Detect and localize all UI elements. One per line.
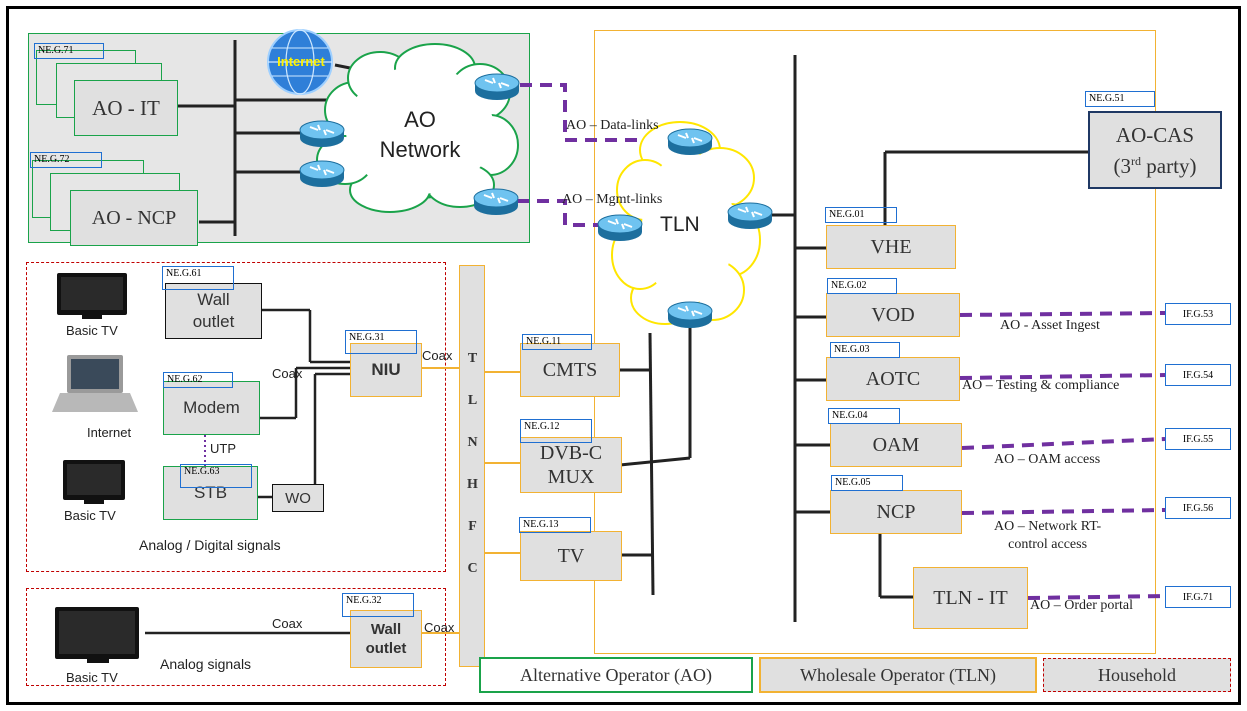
dvbc-mux-node[interactable]: DVB-C MUX <box>520 437 622 493</box>
niu-label: NIU <box>371 360 401 379</box>
niu-node[interactable]: NIU <box>350 343 422 397</box>
ao-ncp-label: AO - NCP <box>91 206 177 229</box>
vhe-node[interactable]: VHE <box>826 225 956 269</box>
wall-outlet-2-tag: NE.G.32 <box>342 593 414 617</box>
dvbc-label-1: DVB-C <box>539 442 603 464</box>
ncp-tag: NE.G.05 <box>831 475 903 491</box>
mgmt-links-label: AO – Mgmt-links <box>562 192 663 207</box>
interface-label-55: AO – OAM access <box>994 452 1101 467</box>
interface-label-53: AO - Asset Ingest <box>1000 318 1100 333</box>
coax-label-2: Coax <box>422 348 453 363</box>
legend-ao-label: Alternative Operator (AO) <box>520 664 712 685</box>
wall-outlet-1-tag: NE.G.61 <box>162 266 234 290</box>
ao-it-tag: NE.G.71 <box>34 43 104 59</box>
ncp-label: NCP <box>876 500 916 523</box>
diagram-frame <box>6 6 1241 705</box>
modem-label: Modem <box>183 398 240 417</box>
tln-it-node[interactable]: TLN - IT <box>913 567 1028 629</box>
basic-tv-label-1: Basic TV <box>66 323 118 338</box>
tln-hfc-bar: T L N H F C <box>459 265 485 667</box>
wo-node[interactable]: WO <box>272 484 324 512</box>
aotc-tag: NE.G.03 <box>830 342 900 358</box>
household-region-2 <box>26 588 446 686</box>
internet-globe-icon <box>267 29 333 95</box>
tv-label: TV <box>557 544 585 567</box>
niu-tag: NE.G.31 <box>345 330 417 354</box>
ao-it-label: AO - IT <box>92 95 160 120</box>
ao-cas-node[interactable]: AO-CAS (3rd party) <box>1088 111 1222 189</box>
tv-icon <box>57 273 127 319</box>
signals-label-2: Analog signals <box>160 656 252 672</box>
legend-household: Household <box>1043 658 1231 692</box>
stb-node[interactable]: STB <box>163 466 258 520</box>
utp-label: UTP <box>210 441 236 456</box>
interface-if-g-56[interactable]: IF.G.56 <box>1165 497 1231 519</box>
interface-if-g-53[interactable]: IF.G.53 <box>1165 303 1231 325</box>
coax-label-4: Coax <box>424 620 455 635</box>
vhe-label: VHE <box>870 235 912 258</box>
tln-hfc-label: T L N H F C <box>465 350 480 582</box>
tv-node[interactable]: TV <box>520 531 622 581</box>
modem-tag: NE.G.62 <box>163 372 233 388</box>
legend-tln: Wholesale Operator (TLN) <box>759 657 1037 693</box>
vod-tag: NE.G.02 <box>827 278 897 294</box>
dvbc-tag: NE.G.12 <box>520 419 592 443</box>
interface-label-54: AO – Testing & compliance <box>962 378 1120 393</box>
ao-cas-tag: NE.G.51 <box>1085 91 1155 107</box>
ao-cas-sublabel: (3rd party) <box>1113 153 1197 178</box>
stb-tag: NE.G.63 <box>180 464 252 488</box>
coax-label-1: Coax <box>272 366 303 381</box>
cmts-label: CMTS <box>542 358 598 381</box>
tv-tag: NE.G.13 <box>519 517 591 533</box>
ao-it-node[interactable]: AO - IT <box>74 80 178 136</box>
tv-icon <box>63 460 125 504</box>
aotc-label: AOTC <box>865 367 921 390</box>
basic-tv-label-2: Basic TV <box>64 508 116 523</box>
cmts-node[interactable]: CMTS <box>520 343 620 397</box>
wall-outlet-2-node[interactable]: Wall outlet <box>350 610 422 668</box>
coax-label-3: Coax <box>272 616 303 631</box>
tv-icon <box>55 607 139 663</box>
interface-if-g-55[interactable]: IF.G.55 <box>1165 428 1231 450</box>
internet-device-label: Internet <box>87 425 132 440</box>
interface-label-56: AO – Network RT- control access <box>994 519 1102 552</box>
legend-tln-label: Wholesale Operator (TLN) <box>800 664 996 685</box>
legend-household-label: Household <box>1098 664 1176 685</box>
basic-tv-label-3: Basic TV <box>66 670 118 685</box>
tln-cloud-label: TLN <box>660 213 700 236</box>
household-region-1 <box>26 262 446 572</box>
modem-node[interactable]: Modem <box>163 381 260 435</box>
ao-ncp-tag: NE.G.72 <box>30 152 102 168</box>
vhe-tag: NE.G.01 <box>825 207 897 223</box>
interface-if-g-71[interactable]: IF.G.71 <box>1165 586 1231 608</box>
tln-it-label: TLN - IT <box>933 586 1008 609</box>
wo-label: WO <box>285 489 311 507</box>
laptop-icon <box>52 355 138 412</box>
legend-ao: Alternative Operator (AO) <box>479 657 753 693</box>
aotc-node[interactable]: AOTC <box>826 357 960 401</box>
oam-label: OAM <box>872 433 920 456</box>
vod-label: VOD <box>871 303 915 326</box>
ao-cas-label: AO-CAS <box>1115 122 1195 147</box>
internet-globe-label: Internet <box>277 54 325 69</box>
wall-outlet-2-label: Wall outlet <box>365 621 407 657</box>
cmts-tag: NE.G.11 <box>522 334 592 350</box>
ao-network-label: AO Network <box>379 107 461 162</box>
oam-tag: NE.G.04 <box>828 408 900 424</box>
dvbc-label-2: MUX <box>547 466 595 488</box>
wall-outlet-1-node[interactable]: Wall outlet <box>165 283 262 339</box>
signals-label-1: Analog / Digital signals <box>139 537 281 553</box>
interface-label-71: AO – Order portal <box>1030 598 1134 613</box>
ao-ncp-node[interactable]: AO - NCP <box>70 190 198 246</box>
wall-outlet-1-label: Wall outlet <box>192 290 235 331</box>
data-links-label: AO – Data-links <box>566 118 659 133</box>
interface-if-g-54[interactable]: IF.G.54 <box>1165 364 1231 386</box>
